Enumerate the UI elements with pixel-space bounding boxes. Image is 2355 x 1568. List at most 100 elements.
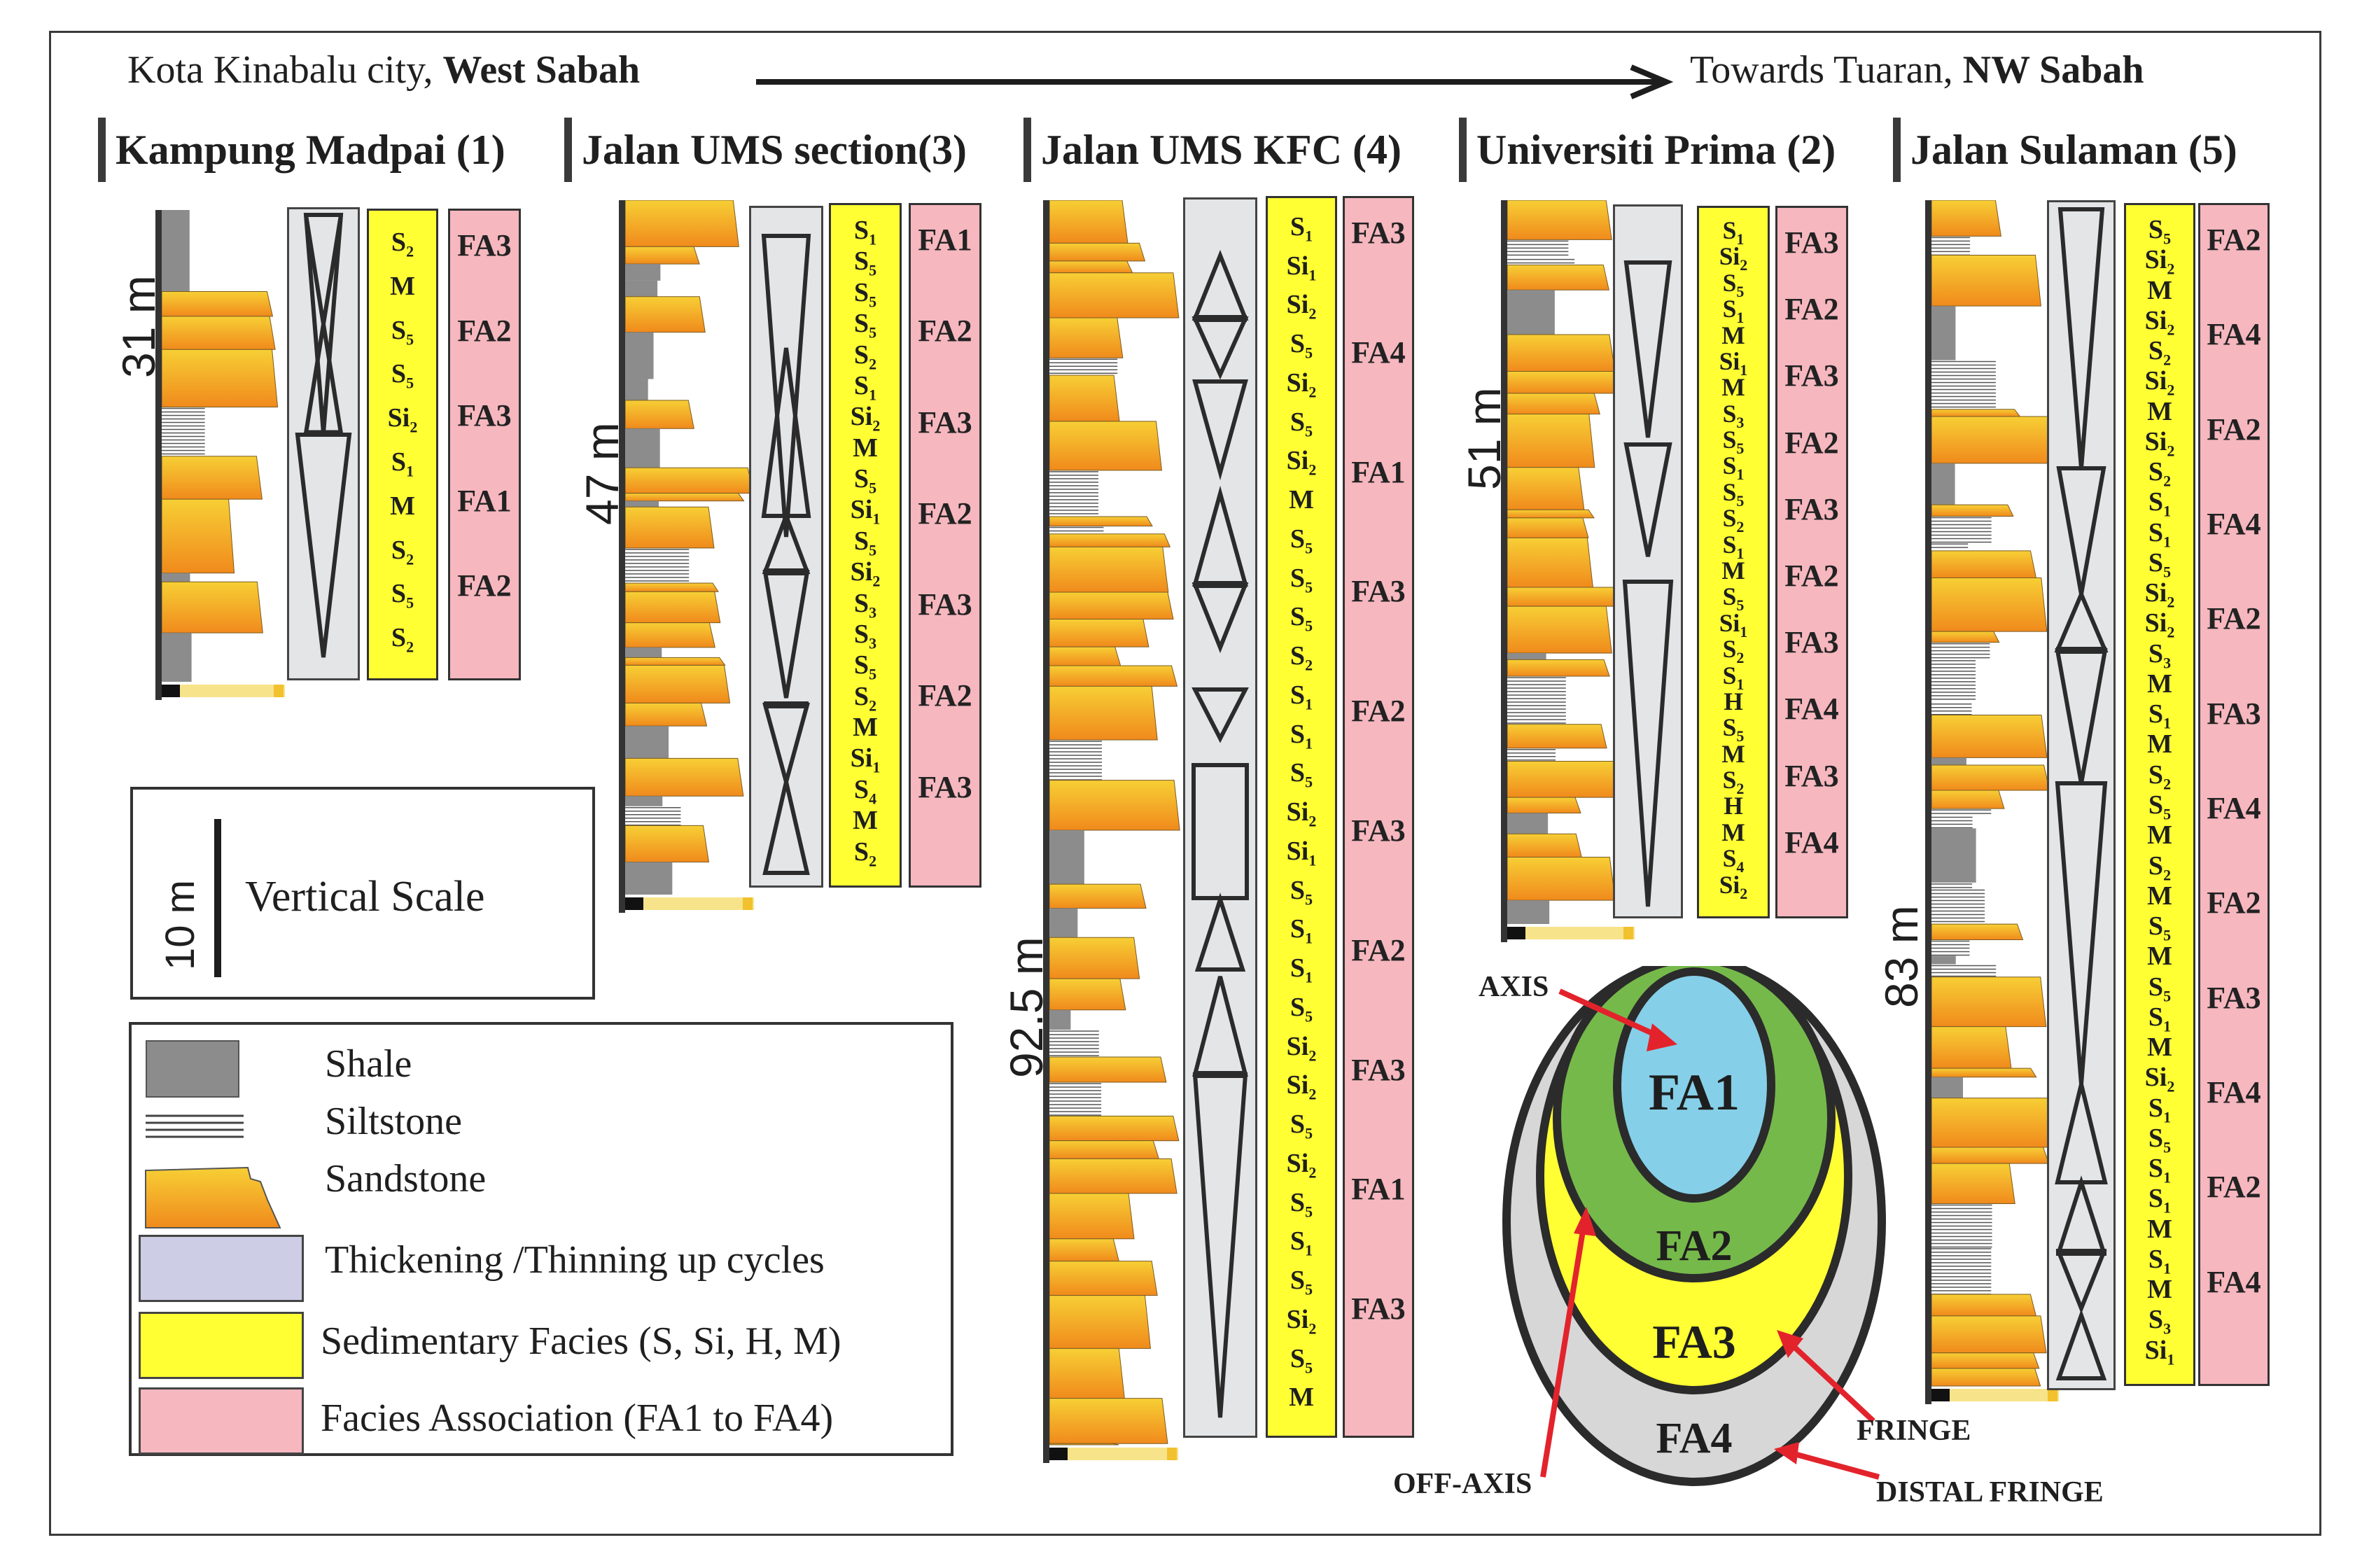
- facies-label: Si2: [850, 557, 881, 590]
- log-graphic-1: [162, 210, 285, 697]
- annotation-distal-fringe: DISTAL FRINGE: [1876, 1476, 2104, 1508]
- scale-value: 10 m: [158, 880, 203, 970]
- facies-label: S5: [2148, 972, 2172, 1005]
- facies-label: S2: [853, 836, 877, 870]
- facies-label: Si1: [2144, 1335, 2175, 1368]
- facies-label: S5: [1722, 477, 1745, 510]
- facies-label: S5: [1290, 1187, 1313, 1221]
- facies-association-label: FA3: [918, 405, 972, 440]
- facies-label: S1: [1722, 295, 1745, 327]
- facies-label: Si2: [2144, 366, 2175, 399]
- facies-label: S5: [1722, 713, 1745, 746]
- facies-label: S5: [853, 309, 877, 342]
- facies-label: S2: [853, 340, 877, 373]
- facies-label: S5: [391, 579, 414, 612]
- legend-cycles-label: Thickening /Thinning up cycles: [325, 1238, 825, 1282]
- facies-label: S1: [1722, 530, 1745, 562]
- facies-association-label: FA3: [457, 228, 512, 262]
- facies-association-label: FA2: [918, 496, 972, 531]
- facies-label: M: [390, 491, 415, 521]
- cycle-column-4: [1183, 197, 1257, 1438]
- facies-association-label: FA4: [2207, 1075, 2261, 1110]
- facies-association-label: FA3: [1351, 216, 1406, 250]
- facies-label: S1: [1290, 1226, 1313, 1259]
- log-graphic-5: [1931, 200, 2061, 1401]
- facies-label: S1: [853, 370, 877, 404]
- facies-label: M: [2147, 820, 2172, 850]
- transect-arrow-icon: [756, 64, 1674, 99]
- facies-association-label: FA3: [1351, 1052, 1406, 1087]
- facies-label: S5: [1722, 426, 1745, 458]
- facies-association-label: FA2: [2207, 601, 2261, 636]
- facies-label: S5: [2148, 547, 2172, 581]
- facies-label: Si2: [1286, 1031, 1317, 1065]
- facies-label: H: [1724, 687, 1743, 715]
- facies-label: S5: [2148, 911, 2172, 944]
- facies-label: S5: [853, 464, 877, 497]
- destination-town: Towards Tuaran,: [1690, 48, 1963, 92]
- legend-fa-swatch: [139, 1387, 304, 1455]
- facies-label: S4: [853, 774, 877, 808]
- facies-label: M: [390, 271, 415, 301]
- facies-label: M: [2147, 729, 2172, 760]
- facies-label: S5: [1290, 1266, 1313, 1298]
- facies-label: S5: [1290, 1343, 1313, 1377]
- facies-association-label: FA4: [2207, 317, 2261, 352]
- facies-association-label: FA1: [1351, 454, 1406, 489]
- facies-label: S5: [1290, 1110, 1313, 1142]
- facies-label: S1: [1722, 451, 1745, 484]
- facies-label: Si2: [2144, 426, 2175, 460]
- facies-association-label: FA4: [2207, 507, 2261, 541]
- cycle-triangles-5: [2054, 207, 2109, 1380]
- section-title-jalan-sulaman: Jalan Sulaman (5): [1893, 118, 2237, 182]
- facies-label: M: [2147, 1032, 2172, 1063]
- facies-label: M: [1721, 321, 1745, 349]
- facies-label: M: [853, 713, 878, 743]
- fan-label-fa2: FA2: [1656, 1222, 1732, 1270]
- legend-sandstone-swatch: [145, 1166, 281, 1228]
- facies-label: Si2: [1286, 1304, 1317, 1338]
- log-column-5: [1925, 200, 2069, 1404]
- facies-association-label: FA4: [2207, 791, 2261, 825]
- facies-label: S1: [1722, 216, 1745, 248]
- facies-association-label: FA2: [2207, 223, 2261, 257]
- facies-label: M: [2147, 1275, 2172, 1305]
- legend-fa-label: Facies Association (FA1 to FA4): [321, 1396, 834, 1440]
- facies-label: M: [2147, 396, 2172, 426]
- legend-sandstone-label: Sandstone: [325, 1157, 487, 1200]
- facies-association-label: FA3: [1351, 813, 1406, 848]
- facies-label: S5: [1290, 524, 1313, 557]
- legend-shale-label: Shale: [325, 1042, 412, 1086]
- facies-label: S5: [2148, 1123, 2172, 1156]
- fan-label-fa1: FA1: [1649, 1064, 1740, 1121]
- facies-label: S5: [1290, 992, 1313, 1026]
- facies-label: S2: [1290, 641, 1313, 674]
- log-column-2: [1501, 200, 1644, 942]
- facies-label: Si1: [1286, 836, 1317, 869]
- legend-siltstone-label: Siltstone: [325, 1100, 463, 1143]
- facies-association-label: FA2: [1784, 425, 1839, 460]
- cycle-triangles-4: [1192, 249, 1249, 1418]
- facies-label: Si2: [2144, 578, 2175, 611]
- facies-label: S5: [391, 315, 414, 349]
- facies-label: S3: [853, 588, 877, 622]
- facies-label: M: [1721, 373, 1745, 402]
- facies-label: S1: [391, 447, 414, 480]
- facies-label: Si2: [2144, 1063, 2175, 1096]
- facies-label: S2: [1722, 766, 1745, 798]
- facies-label: Si2: [1286, 368, 1317, 401]
- facies-label: M: [2147, 941, 2172, 972]
- fan-label-fa4: FA4: [1656, 1415, 1732, 1462]
- legend-shale-swatch: [146, 1040, 239, 1098]
- facies-label: S5: [1722, 582, 1745, 615]
- facies-label: Si2: [387, 403, 418, 436]
- facies-label: Si1: [1719, 608, 1748, 640]
- legend: Shale Siltstone Sandstone Thickening /Th…: [129, 1022, 953, 1456]
- facies-label: Si2: [1286, 446, 1317, 479]
- facies-label: Si2: [2144, 608, 2175, 641]
- facies-label: M: [2147, 668, 2172, 699]
- facies-label: S2: [2148, 760, 2172, 793]
- facies-label: S5: [1290, 602, 1313, 635]
